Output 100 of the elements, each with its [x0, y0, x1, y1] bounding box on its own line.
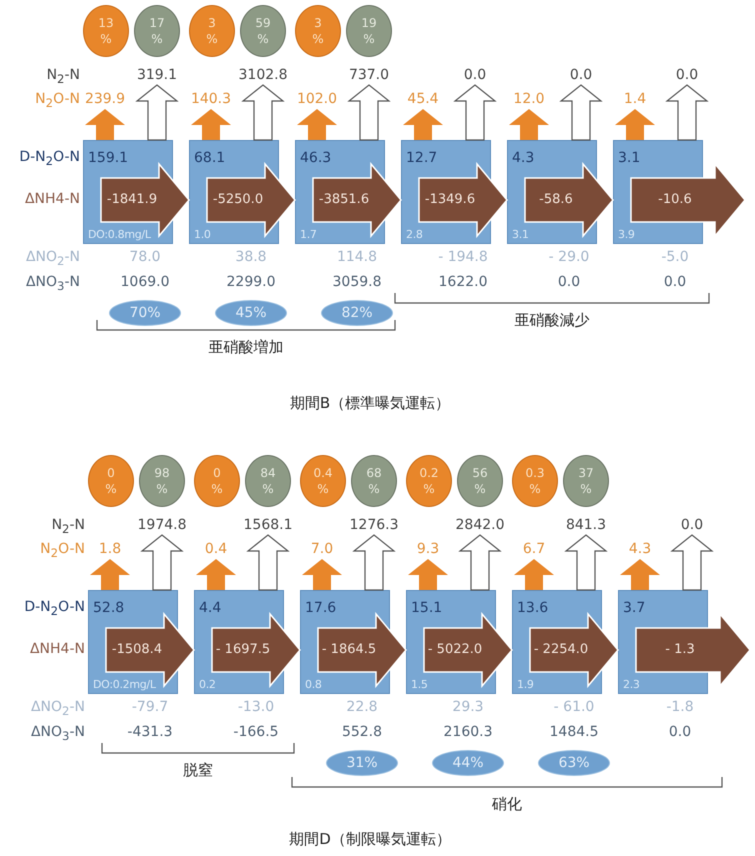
row-label: ΔNO$_{2}$-N — [26, 250, 80, 268]
value-label: 3.1 — [512, 229, 529, 240]
percentage-circle: 17 % — [134, 5, 180, 57]
value-label: 3059.8 — [332, 275, 382, 289]
emission-arrow — [135, 84, 179, 141]
value-label: 0.0 — [464, 68, 486, 82]
value-label: 2.8 — [406, 229, 423, 240]
value-label: 13.6 — [517, 601, 548, 615]
value-label: 15.1 — [411, 601, 442, 615]
emission-arrow — [559, 84, 603, 141]
edge-label: -58.6 — [539, 193, 573, 206]
value-label: 1.9 — [517, 679, 534, 690]
value-label: 45.4 — [407, 92, 439, 106]
percentage-oval: 82% — [321, 300, 393, 326]
flow-arrow — [529, 612, 619, 688]
edge-label: -3851.6 — [318, 193, 370, 206]
percentage-oval: 70% — [109, 300, 181, 326]
value-label: 4.3 — [628, 542, 652, 556]
value-label: 1276.3 — [350, 518, 398, 532]
value-label: 140.3 — [190, 92, 232, 106]
value-label: -166.5 — [233, 725, 279, 739]
value-label: 4.3 — [512, 151, 534, 165]
value-label: 0.2 — [199, 679, 216, 690]
value-label: 0.4 — [204, 542, 228, 556]
flow-arrow — [312, 162, 402, 238]
value-label: 52.8 — [93, 601, 124, 615]
flow-arrow — [524, 162, 614, 238]
flow-arrow — [211, 612, 301, 688]
emission-arrow — [453, 84, 497, 141]
value-label: 2.3 — [623, 679, 640, 690]
emission-arrow — [514, 559, 554, 590]
bracket-label: 亜硝酸減少 — [514, 313, 590, 328]
edge-label: -5250.0 — [212, 193, 264, 206]
percentage-oval: 44% — [432, 750, 504, 776]
bracket-label: 脱窒 — [183, 763, 213, 778]
emission-arrow — [85, 109, 125, 140]
value-label: 6.7 — [522, 542, 546, 556]
value-label: 159.1 — [88, 151, 128, 165]
value-label: - 61.0 — [554, 700, 594, 714]
emission-arrow — [564, 534, 608, 591]
caption: 期間B（標準曝気運転） — [290, 396, 450, 411]
emission-arrow — [509, 109, 549, 140]
value-label: 0.0 — [664, 275, 686, 289]
value-label: - 194.8 — [438, 250, 488, 264]
row-label: ΔNO$_{3}$-N — [26, 275, 80, 292]
row-label: ΔNH4-N — [30, 642, 85, 656]
emission-arrow — [140, 534, 184, 591]
value-label: 0.8 — [305, 679, 322, 690]
percentage-oval: 45% — [215, 300, 287, 326]
percentage-circle: 0.4 % — [300, 455, 346, 507]
emission-arrow — [670, 534, 714, 591]
flow-arrow — [100, 162, 190, 238]
value-label: 1.0 — [194, 229, 211, 240]
value-label: 12.0 — [513, 92, 545, 106]
value-label: 12.7 — [406, 151, 438, 165]
caption: 期間D（制限曝気運転） — [289, 832, 451, 847]
bracket-label: 亜硝酸増加 — [208, 340, 284, 355]
value-label: -79.7 — [132, 700, 168, 714]
percentage-circle: 56 % — [457, 455, 503, 507]
value-label: 2160.3 — [444, 725, 492, 739]
percentage-circle: 0 % — [194, 455, 240, 507]
emission-arrow — [352, 534, 396, 591]
percentage-circle: 3 % — [295, 5, 341, 57]
flow-arrow — [317, 612, 407, 688]
value-label: -13.0 — [238, 700, 274, 714]
value-label: 7.0 — [310, 542, 334, 556]
value-label: 0.0 — [680, 518, 704, 532]
emission-arrow — [297, 109, 337, 140]
emission-arrow — [620, 559, 660, 590]
emission-arrow — [191, 109, 231, 140]
value-label: 9.3 — [416, 542, 440, 556]
edge-label: - 5022.0 — [428, 643, 482, 656]
value-label: 1.7 — [300, 229, 317, 240]
edge-label: -10.6 — [658, 193, 692, 206]
value-label: 1.5 — [411, 679, 428, 690]
value-label: 1974.8 — [138, 518, 186, 532]
value-label: 3.7 — [623, 601, 646, 615]
value-label: 78.0 — [129, 250, 161, 264]
flow-arrow — [418, 162, 508, 238]
percentage-circle: 0 % — [88, 455, 134, 507]
value-label: 3.9 — [618, 229, 635, 240]
row-label: N$_{2}$-N — [52, 518, 85, 536]
row-label: ΔNO$_{2}$-N — [30, 700, 85, 718]
value-label: 552.8 — [342, 725, 382, 739]
value-label: 0.0 — [558, 275, 580, 289]
value-label: DO:0.8mg/L — [88, 229, 151, 240]
value-label: 2842.0 — [456, 518, 504, 532]
value-label: 4.4 — [199, 601, 222, 615]
emission-arrow — [246, 534, 290, 591]
value-label: 737.0 — [348, 68, 390, 82]
value-label: 29.3 — [452, 700, 484, 714]
percentage-circle: 84 % — [245, 455, 291, 507]
percentage-circle: 0.2 % — [406, 455, 452, 507]
value-label: -431.3 — [127, 725, 173, 739]
emission-arrow — [408, 559, 448, 590]
value-label: 0.0 — [676, 68, 698, 82]
emission-arrow — [241, 84, 285, 141]
flow-arrow — [105, 612, 195, 688]
edge-label: - 1.3 — [665, 643, 695, 656]
edge-label: - 1697.5 — [216, 643, 270, 656]
